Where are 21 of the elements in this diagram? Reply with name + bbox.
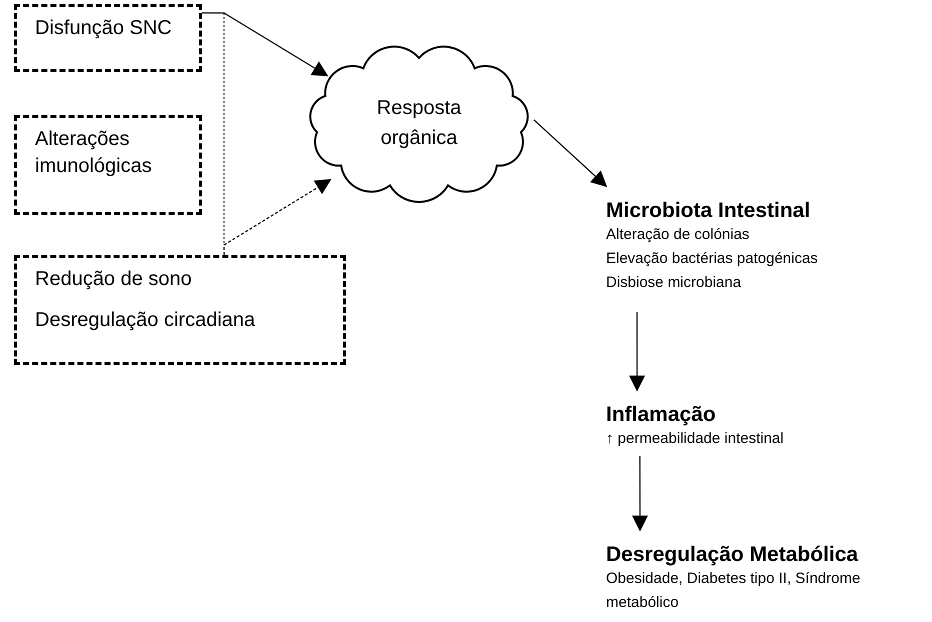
cloud-label: Resposta orgânica (376, 96, 462, 151)
arrow (533, 119, 608, 188)
dashed-box (14, 4, 202, 72)
dashed-box (14, 115, 202, 215)
body-text: Elevação bactérias patogénicas (606, 249, 819, 270)
arrow (223, 179, 332, 255)
heading-text: Inflamação (606, 402, 717, 428)
body-text: Disbiose microbiana (606, 273, 742, 294)
arrow (202, 12, 328, 76)
heading-text: Microbiota Intestinal (606, 198, 812, 224)
body-text: Obesidade, Diabetes tipo II, Síndrome metabólico (606, 569, 862, 614)
arrow (629, 312, 646, 392)
body-text: Alteração de colónias (606, 225, 750, 246)
box-label: Redução de sono (35, 267, 193, 292)
dashed-box (14, 255, 346, 365)
heading-text: Desregulação Metabólica (606, 542, 860, 568)
arrow (632, 456, 648, 532)
box-label: Desregulação circadiana (35, 308, 256, 333)
body-text: ↑ permeabilidade intestinal (606, 429, 785, 450)
box-label: Disfunção SNC (35, 16, 173, 41)
box-label: Alterações imunológicas (35, 127, 153, 179)
